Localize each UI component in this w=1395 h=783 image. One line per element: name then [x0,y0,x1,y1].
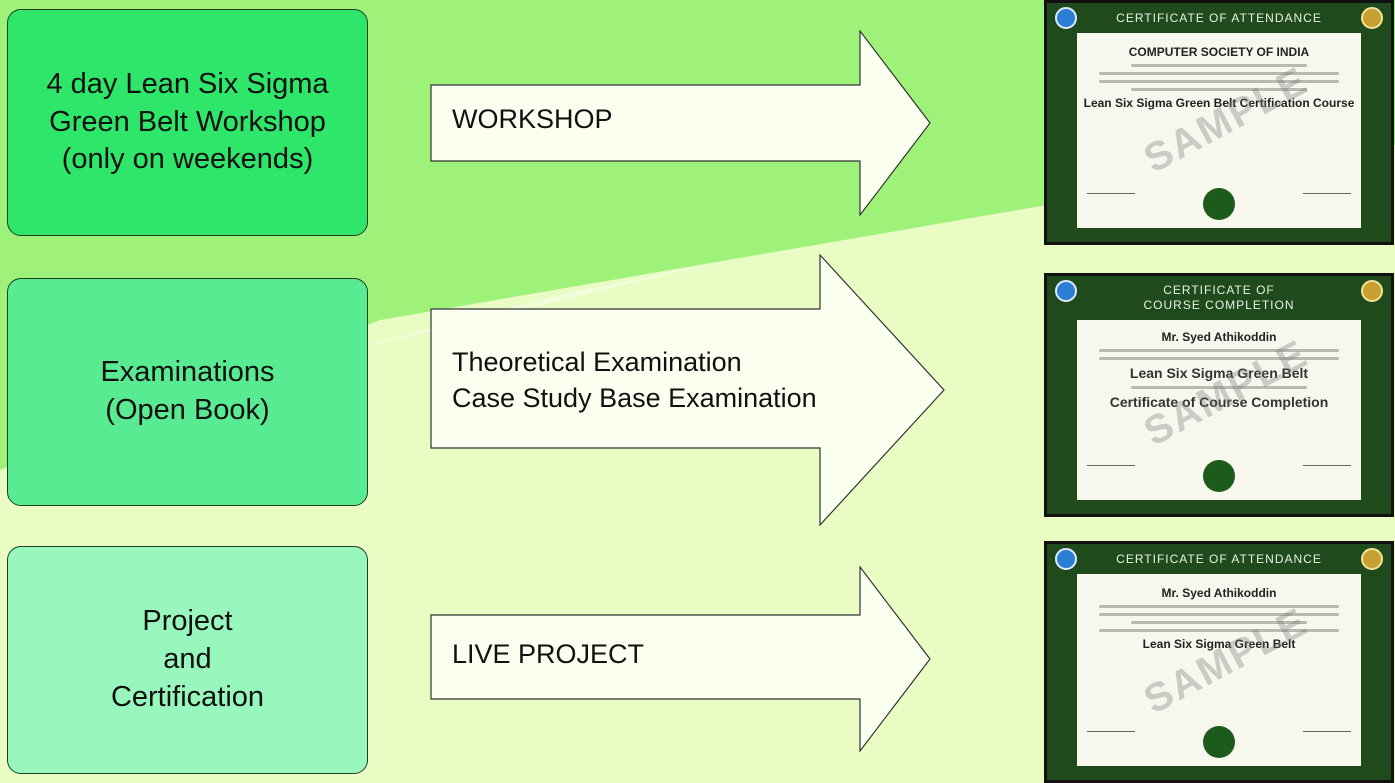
cert-frame-bottom [1047,766,1391,780]
cert-frame-left [1047,544,1077,780]
cert-seal-icon [1203,460,1235,492]
cert-signature-right [1303,731,1351,758]
cert-seal-icon [1203,726,1235,758]
cert-text-line [1099,613,1339,616]
cert-text-line [1099,357,1339,360]
cert-text-line [1131,64,1307,67]
cert-signature-right [1303,465,1351,492]
stage-label-project: Project and Certification [110,605,265,713]
cert-body: Mr. Syed Athikoddin Lean Six Sigma Green… [1081,326,1357,496]
arrow-label-project: LIVE PROJECT [452,639,645,669]
cert-text-line [1099,629,1339,632]
cert-signature-left [1087,465,1135,492]
cert-heading: CERTIFICATE OF COURSE COMPLETION [1047,276,1391,320]
csi-logo-icon [1055,548,1077,570]
cert-signature-left [1087,731,1135,758]
cert-body: Mr. Syed Athikoddin Lean Six Sigma Green… [1081,582,1357,762]
stage-box-workshop: 4 day Lean Six Sigma Green Belt Workshop… [7,9,368,236]
cert-heading-text: CERTIFICATE OF ATTENDANCE [1116,11,1322,25]
certificate-attendance-sample: CERTIFICATE OF ATTENDANCE COMPUTER SOCIE… [1044,0,1394,245]
cert-signature-right [1303,193,1351,220]
cert-text-line [1131,621,1307,624]
arrow-project [430,566,931,752]
cert-recipient-name: Mr. Syed Athikoddin [1161,330,1277,344]
cert-frame-right [1361,3,1391,242]
stage-box-examinations: Examinations (Open Book) [7,278,368,506]
cert-heading-text: CERTIFICATE OF ATTENDANCE [1116,552,1322,566]
csi-logo-icon [1055,7,1077,29]
certificate-attendance-project-sample: CERTIFICATE OF ATTENDANCE Mr. Syed Athik… [1044,541,1394,783]
cert-text-line [1099,72,1339,75]
cert-frame-bottom [1047,228,1391,242]
cert-text-line [1099,349,1339,352]
cert-body: COMPUTER SOCIETY OF INDIA Lean Six Sigma… [1081,41,1357,224]
cert-frame-left [1047,3,1077,242]
cert-course: Lean Six Sigma Green Belt [1142,637,1296,651]
cert-recipient-name: Mr. Syed Athikoddin [1161,586,1277,600]
seal-logo-icon [1361,7,1383,29]
cert-seal-icon [1203,188,1235,220]
arrow-examinations [430,254,945,526]
cert-heading: CERTIFICATE OF ATTENDANCE [1047,544,1391,574]
stage-label-workshop: 4 day Lean Six Sigma Green Belt Workshop… [46,67,329,176]
certificate-completion-sample: CERTIFICATE OF COURSE COMPLETION Mr. Sye… [1044,273,1394,517]
cert-frame-right [1361,544,1391,780]
arrow-workshop [430,30,931,216]
cert-course-completion: Certificate of Course Completion [1109,394,1329,410]
arrow-label-workshop: WORKSHOP [452,104,613,134]
seal-logo-icon [1361,280,1383,302]
stage-box-project: Project and Certification [7,546,368,774]
stage-label-examinations: Examinations (Open Book) [100,356,275,426]
cert-text-line [1131,88,1307,91]
cert-signature-left [1087,193,1135,220]
cert-course: Lean Six Sigma Green Belt Certification … [1083,96,1355,110]
cert-text-line [1099,605,1339,608]
seal-logo-icon [1361,548,1383,570]
cert-heading-text: CERTIFICATE OF COURSE COMPLETION [1143,283,1295,312]
cert-frame-bottom [1047,500,1391,514]
cert-text-line [1131,386,1307,389]
cert-org: COMPUTER SOCIETY OF INDIA [1128,45,1310,59]
arrow-label-examinations: Theoretical Examination Case Study Base … [452,347,817,414]
cert-course: Lean Six Sigma Green Belt [1129,365,1309,381]
cert-text-line [1099,80,1339,83]
csi-logo-icon [1055,280,1077,302]
cert-heading: CERTIFICATE OF ATTENDANCE [1047,3,1391,33]
